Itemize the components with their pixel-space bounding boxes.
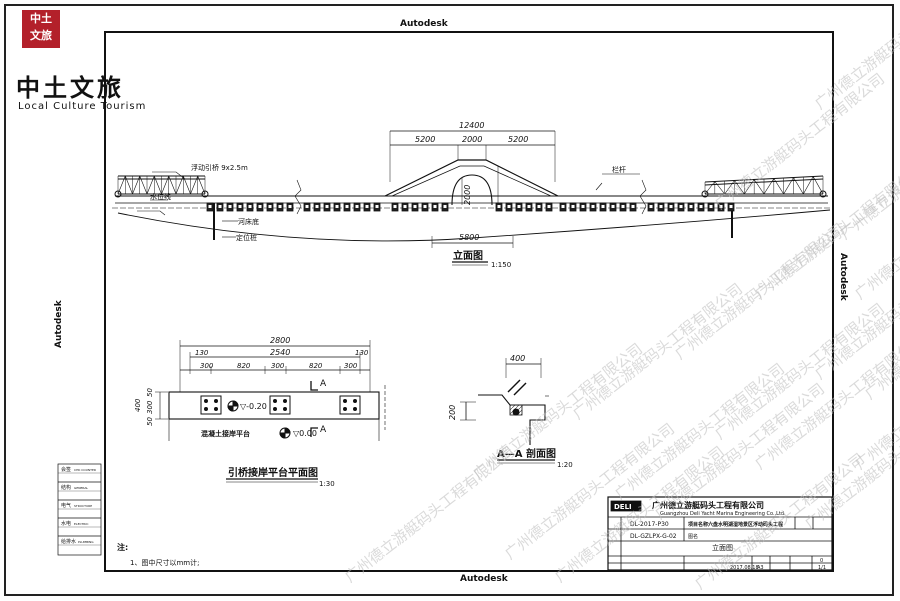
float-row-5 bbox=[559, 202, 637, 212]
anchor-plate-1 bbox=[200, 395, 222, 415]
riverbed-curve bbox=[117, 209, 831, 242]
autodesk-top-label: Autodesk bbox=[400, 19, 448, 29]
section-view bbox=[460, 358, 555, 464]
float-row-3 bbox=[391, 202, 449, 212]
brand-name-cn: 中土文旅 bbox=[16, 73, 124, 102]
company-logo-box bbox=[610, 500, 642, 512]
arch-opening bbox=[451, 174, 493, 206]
anchor-plate-2 bbox=[269, 395, 291, 415]
anchor-plate-3 bbox=[339, 395, 361, 415]
walkway-truss-left bbox=[114, 175, 209, 198]
float-row-4 bbox=[495, 202, 553, 212]
section-cut-top bbox=[310, 381, 318, 391]
float-row-2 bbox=[303, 202, 381, 212]
section-bollard bbox=[507, 379, 521, 393]
elevation-view bbox=[112, 130, 832, 266]
title-block bbox=[607, 496, 833, 571]
drawing-frame bbox=[104, 31, 834, 572]
walkway-truss-right bbox=[701, 175, 827, 198]
section-cut-bottom bbox=[310, 427, 318, 437]
brand-logo: 中土文旅 bbox=[22, 10, 60, 48]
autodesk-bottom-label: Autodesk bbox=[460, 574, 508, 584]
section-profile bbox=[478, 394, 546, 445]
plan-view bbox=[155, 340, 386, 483]
float-row-6 bbox=[647, 202, 735, 212]
brand-name-en: Local Culture Tourism bbox=[18, 101, 147, 112]
pontoon-floats bbox=[206, 202, 735, 212]
walkway-trusses bbox=[114, 175, 827, 198]
float-row-1 bbox=[206, 202, 294, 212]
arch-bridge-deck bbox=[384, 159, 559, 197]
sign-table bbox=[57, 463, 102, 556]
platform-slab bbox=[168, 391, 380, 420]
page-border bbox=[4, 4, 894, 596]
